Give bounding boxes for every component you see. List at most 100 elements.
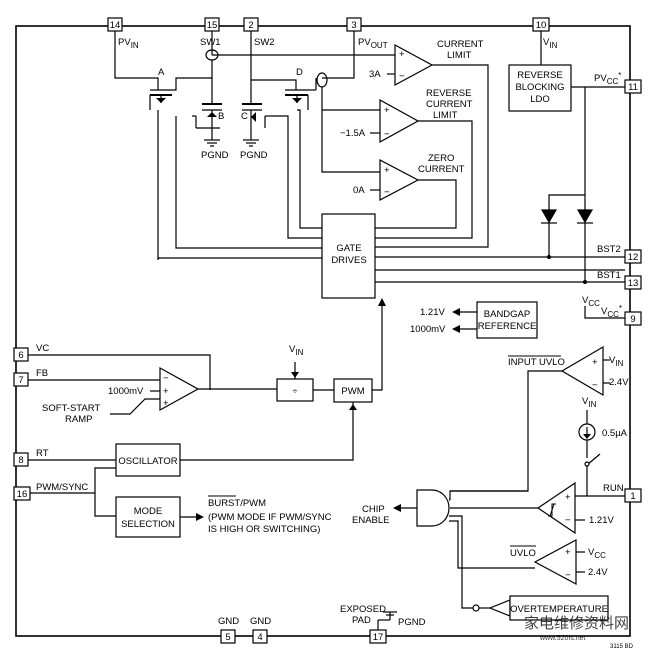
pvout-current-sense <box>316 72 328 88</box>
svg-text:7: 7 <box>18 375 23 386</box>
pin-3: 3 <box>346 17 362 32</box>
svg-text:PAD: PAD <box>352 615 371 626</box>
current-limit-comparator: + − 3A CURRENT LIMIT <box>369 39 489 248</box>
svg-text:−: − <box>565 515 571 526</box>
pin-9: 9 <box>624 311 642 326</box>
chip-outline <box>15 25 631 637</box>
svg-text:1000mV: 1000mV <box>108 386 144 397</box>
svg-text:RAMP: RAMP <box>65 414 92 425</box>
fb-label: FB <box>36 368 48 379</box>
vc-label: VC <box>36 343 49 354</box>
svg-text:PGND: PGND <box>398 617 426 628</box>
svg-text:ENABLE: ENABLE <box>352 515 390 526</box>
pwm-block: PWM <box>333 378 373 403</box>
svg-text:0A: 0A <box>353 185 365 196</box>
gnd1-label: GND <box>218 616 239 627</box>
svg-text:OSCILLATOR: OSCILLATOR <box>118 456 177 467</box>
svg-text:14: 14 <box>110 20 121 31</box>
pvout-label: PVOUT <box>358 37 388 50</box>
pvin-wire <box>114 31 159 90</box>
reverse-current-comparator: + − −1.5A REVERSE CURRENT LIMIT <box>340 88 473 239</box>
svg-text:GATE: GATE <box>336 243 361 254</box>
svg-text:6: 6 <box>18 350 23 361</box>
svg-text:−: − <box>399 71 405 82</box>
svg-text:LIMIT: LIMIT <box>433 110 457 121</box>
uvlo-comparator: + − VCC 2.4V UVLO <box>510 538 608 586</box>
switch-a: A <box>149 67 172 110</box>
svg-text:17: 17 <box>373 632 384 643</box>
pvin-label: PVIN <box>118 37 139 50</box>
chip-enable-gate: CHIP ENABLE <box>352 489 450 527</box>
svg-text:1.21V: 1.21V <box>589 515 614 526</box>
svg-text:+: + <box>592 357 598 368</box>
svg-text:10: 10 <box>536 20 547 31</box>
pin-14: 14 <box>107 17 123 32</box>
svg-text:LDO: LDO <box>530 94 550 105</box>
pin-12: 12 <box>624 249 642 264</box>
svg-text:−: − <box>163 373 169 384</box>
softstart-label: SOFT-START <box>42 403 100 414</box>
pin-16: 16 <box>13 486 31 501</box>
svg-text:3: 3 <box>351 20 356 31</box>
svg-text:CURRENT: CURRENT <box>426 99 473 110</box>
gate-drives-block: GATE DRIVES <box>321 213 376 299</box>
pin-7: 7 <box>13 372 29 387</box>
pin-1: 1 <box>624 488 642 503</box>
zero-current-comparator: + − 0A ZERO CURRENT <box>353 153 465 229</box>
gnd2-label: GND <box>250 616 271 627</box>
svg-text:VCC: VCC <box>588 547 606 560</box>
bst2-label: BST2 <box>597 244 621 255</box>
input-uvlo-comparator: + − VIN 2.4V INPUT UVLO <box>450 345 629 492</box>
burst-pwm-note: BURST/PWM (PWM MODE IF PWM/SYNC IS HIGH … <box>208 495 332 535</box>
svg-text:SELECTION: SELECTION <box>121 519 175 530</box>
svg-text:+: + <box>163 386 169 397</box>
pgnd2-label: PGND <box>240 150 268 161</box>
svg-text:1000mV: 1000mV <box>410 324 446 335</box>
svg-text:VIN: VIN <box>609 355 624 368</box>
pin-8: 8 <box>13 452 29 467</box>
svg-text:VIN: VIN <box>289 344 304 357</box>
svg-text:CURRENT: CURRENT <box>437 39 484 50</box>
sw2-label: SW2 <box>254 37 275 48</box>
svg-text:DRIVES: DRIVES <box>331 255 366 266</box>
rt-label: RT <box>36 448 49 459</box>
vin-divider: ÷ VIN <box>276 344 314 402</box>
input-uvlo-label: INPUT UVLO <box>508 357 565 368</box>
overtemperature-block: OVERTEMPERATURE <box>472 595 609 621</box>
svg-text:D: D <box>296 67 303 78</box>
svg-text:+: + <box>565 547 571 558</box>
svg-text:BANDGAP: BANDGAP <box>484 309 530 320</box>
pin-5: 5 <box>220 629 236 644</box>
svg-text:OVERTEMPERATURE: OVERTEMPERATURE <box>510 604 608 615</box>
svg-text:2.4V: 2.4V <box>609 377 629 388</box>
svg-text:IS HIGH OR SWITCHING): IS HIGH OR SWITCHING) <box>208 524 320 535</box>
pvcc-label: PVCC* <box>594 71 621 86</box>
svg-text:9: 9 <box>630 314 635 325</box>
svg-text:CHIP: CHIP <box>362 504 385 515</box>
svg-text:A: A <box>158 67 165 78</box>
pgnd1-label: PGND <box>201 150 229 161</box>
svg-text:8: 8 <box>18 455 23 466</box>
svg-text:16: 16 <box>17 489 28 500</box>
switch-b: B PGND <box>195 100 229 161</box>
bst-diode-2 <box>576 209 594 282</box>
svg-text:1: 1 <box>630 491 635 502</box>
run-current-source: VIN 0.5µA <box>578 396 628 496</box>
reverse-blocking-ldo: REVERSE BLOCKING LDO PVCC* <box>508 31 625 112</box>
svg-text:3A: 3A <box>369 69 381 80</box>
svg-text:5: 5 <box>225 632 230 643</box>
run-label: RUN <box>603 483 624 494</box>
switch-d: D <box>285 67 309 110</box>
pin-10: 10 <box>532 17 550 32</box>
vcc-label: VCC <box>582 295 600 308</box>
svg-text:BLOCKING: BLOCKING <box>515 82 564 93</box>
svg-text:REVERSE: REVERSE <box>426 88 471 99</box>
vcc-pin-label: VCC* <box>601 304 622 319</box>
svg-text:13: 13 <box>628 278 639 289</box>
svg-text:(PWM MODE IF PWM/SYNC: (PWM MODE IF PWM/SYNC <box>208 512 332 523</box>
exposed-pad: EXPOSED PAD PGND <box>340 604 426 630</box>
pin-4: 4 <box>252 629 268 644</box>
svg-text:2: 2 <box>248 20 253 31</box>
bandgap-reference: BANDGAP REFERENCE 1.21V 1000mV <box>410 301 538 339</box>
uvlo-label: UVLO <box>510 548 536 559</box>
